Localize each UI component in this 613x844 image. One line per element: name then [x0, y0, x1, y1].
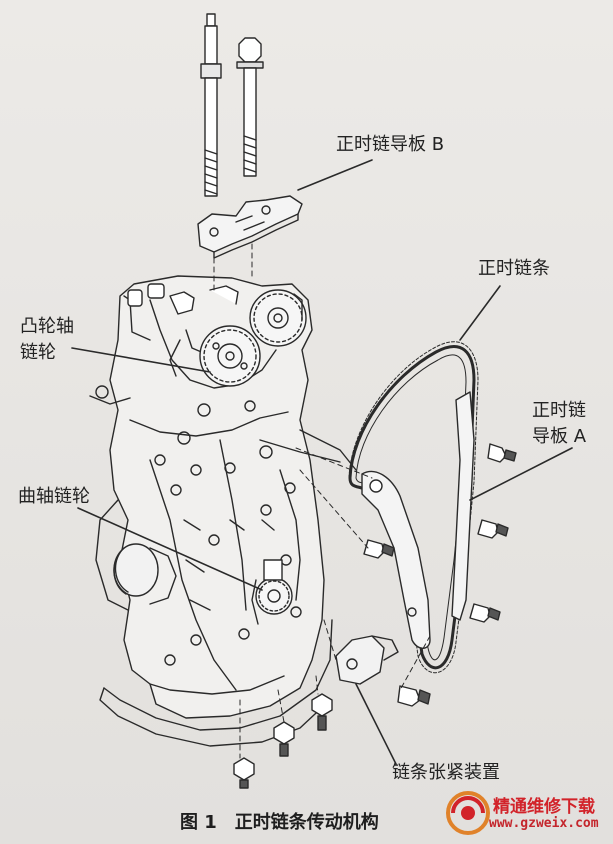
chain-tensioner-arm: [361, 470, 431, 649]
figure-number: 图 1: [180, 812, 217, 833]
label-camshaft-sprocket-line2: 链轮: [20, 342, 56, 363]
label-crankshaft-sprocket: 曲轴链轮: [18, 486, 90, 507]
label-timing-guide-a-line1: 正时链: [532, 400, 586, 421]
chain-tensioner-unit: [335, 635, 399, 685]
timing-chain-guide-b: [197, 195, 303, 259]
label-chain-tensioner: 链条张紧装置: [392, 762, 500, 783]
cam-housing: [123, 283, 239, 377]
timing-chain-guide-a: [451, 391, 475, 621]
long-bolt-left: [200, 13, 222, 197]
figure-caption: 图 1 正时链条传动机构: [180, 808, 379, 834]
guide-bolts: [363, 443, 517, 707]
label-camshaft-sprocket-line1: 凸轮轴: [20, 316, 74, 337]
label-timing-chain: 正时链条: [478, 258, 550, 279]
watermark-logo-icon: [446, 791, 490, 835]
watermark-title: 精通维修下载: [493, 797, 595, 817]
watermark: 精通维修下载 www.gzweix.com: [445, 786, 605, 840]
label-timing-guide-a-line2: 导板 A: [532, 426, 587, 447]
camshaft-sprocket-exhaust: [199, 325, 261, 387]
figure-title: 正时链条传动机构: [234, 812, 379, 833]
label-timing-guide-b: 正时链导板 B: [336, 134, 445, 155]
watermark-url: www.gzweix.com: [489, 816, 599, 831]
crankshaft-sprocket: [251, 559, 293, 625]
bottom-bolts: [233, 693, 333, 789]
long-bolt-right: [236, 37, 264, 177]
camshaft-sprocket-intake: [249, 289, 307, 347]
alignment-lines: [213, 243, 431, 759]
oil-filter: [113, 543, 177, 605]
block-bolt-bosses: [154, 400, 302, 666]
